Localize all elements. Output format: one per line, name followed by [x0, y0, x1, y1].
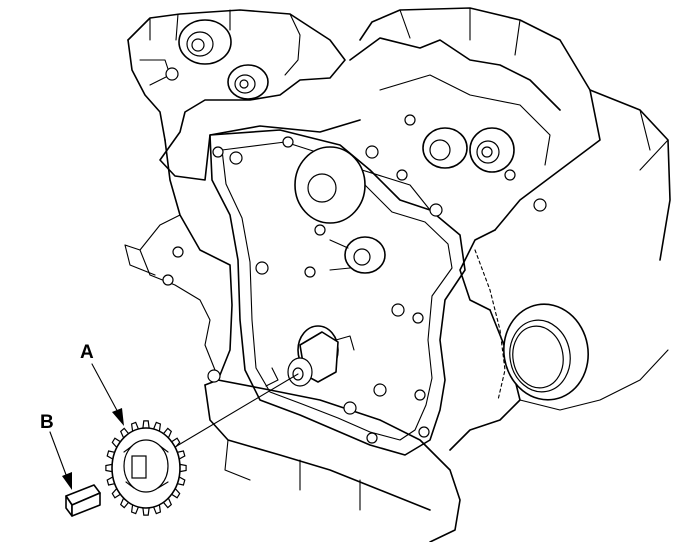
sprocket-tooth	[105, 463, 113, 473]
camshaft-seal-right	[469, 127, 515, 173]
callout-arrow-a	[91, 363, 124, 426]
woodruff-key	[65, 484, 101, 517]
water-pump-pulley	[294, 146, 431, 224]
tensioner-pulley	[329, 236, 386, 274]
callout-label-b: B	[40, 412, 54, 433]
timing-cover	[209, 129, 466, 456]
callout-label-a: A	[80, 342, 94, 363]
crankshaft-sprocket	[105, 420, 187, 516]
sprocket-tooth	[142, 420, 150, 429]
crankshaft-nose	[265, 325, 355, 387]
sprocket-axis-line	[169, 373, 299, 451]
oil-seal-ring	[503, 303, 589, 401]
timing-belt-edge	[474, 249, 506, 401]
camshaft-seal-left	[422, 127, 468, 169]
cover-bolts	[162, 67, 547, 444]
callout-arrow-b	[49, 431, 72, 490]
sprocket-tooth	[142, 507, 150, 516]
sprocket-tooth	[179, 463, 187, 473]
upper-pulley-left	[178, 19, 232, 65]
upper-pulley-middle	[227, 64, 269, 100]
engine-block	[124, 7, 671, 542]
